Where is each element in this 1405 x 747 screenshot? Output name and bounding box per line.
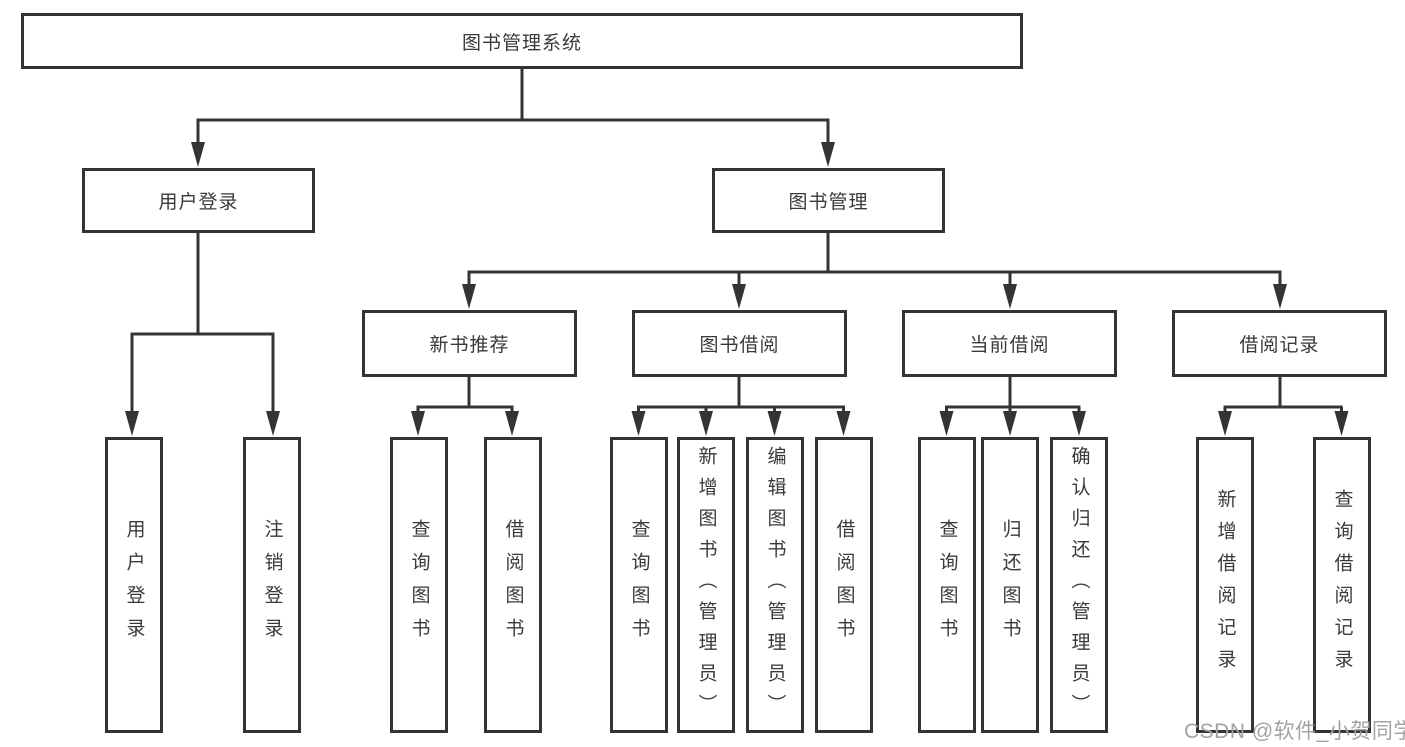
leaf-add-borrow-record-label: 新增借阅记录 bbox=[1214, 489, 1236, 681]
node-book-management: 图书管理 bbox=[712, 168, 945, 233]
node-borrow-records: 借阅记录 bbox=[1172, 310, 1387, 377]
node-current-borrow: 当前借阅 bbox=[902, 310, 1117, 377]
node-book-borrow: 图书借阅 bbox=[632, 310, 847, 377]
leaf-borrow-books-recommend-label: 借阅图书 bbox=[502, 519, 524, 651]
node-library-management-system: 图书管理系统 bbox=[21, 13, 1023, 69]
leaf-add-book-admin: 新增图书（管理员） bbox=[677, 437, 735, 733]
leaf-confirm-return-admin-label: 确认归还（管理员） bbox=[1068, 445, 1090, 725]
leaf-query-borrow-record-label: 查询借阅记录 bbox=[1331, 489, 1353, 681]
leaf-return-book: 归还图书 bbox=[981, 437, 1039, 733]
leaf-edit-book-admin-label: 编辑图书（管理员） bbox=[764, 445, 786, 725]
leaf-query-books-current: 查询图书 bbox=[918, 437, 976, 733]
leaf-query-books-recommend-label: 查询图书 bbox=[408, 519, 430, 651]
leaf-add-borrow-record: 新增借阅记录 bbox=[1196, 437, 1254, 733]
leaf-borrow-books-2: 借阅图书 bbox=[815, 437, 873, 733]
leaf-query-books-recommend: 查询图书 bbox=[390, 437, 448, 733]
leaf-add-book-admin-label: 新增图书（管理员） bbox=[695, 445, 717, 725]
leaf-user-login: 用户登录 bbox=[105, 437, 163, 733]
leaf-query-borrow-record: 查询借阅记录 bbox=[1313, 437, 1371, 733]
leaf-user-login-label: 用户登录 bbox=[123, 519, 145, 651]
node-new-book-recommend: 新书推荐 bbox=[362, 310, 577, 377]
leaf-borrow-books-recommend: 借阅图书 bbox=[484, 437, 542, 733]
watermark-text: CSDN @软件_小贺同学 bbox=[1184, 720, 1405, 743]
leaf-query-books-current-label: 查询图书 bbox=[936, 519, 958, 651]
leaf-query-books-borrow: 查询图书 bbox=[610, 437, 668, 733]
leaf-query-books-borrow-label: 查询图书 bbox=[628, 519, 650, 651]
node-user-login: 用户登录 bbox=[82, 168, 315, 233]
arrowheads bbox=[125, 142, 1349, 436]
leaf-logout: 注销登录 bbox=[243, 437, 301, 733]
leaf-borrow-books-2-label: 借阅图书 bbox=[833, 519, 855, 651]
leaf-edit-book-admin: 编辑图书（管理员） bbox=[746, 437, 804, 733]
leaf-return-book-label: 归还图书 bbox=[999, 519, 1021, 651]
leaf-confirm-return-admin: 确认归还（管理员） bbox=[1050, 437, 1108, 733]
leaf-logout-label: 注销登录 bbox=[261, 519, 283, 651]
